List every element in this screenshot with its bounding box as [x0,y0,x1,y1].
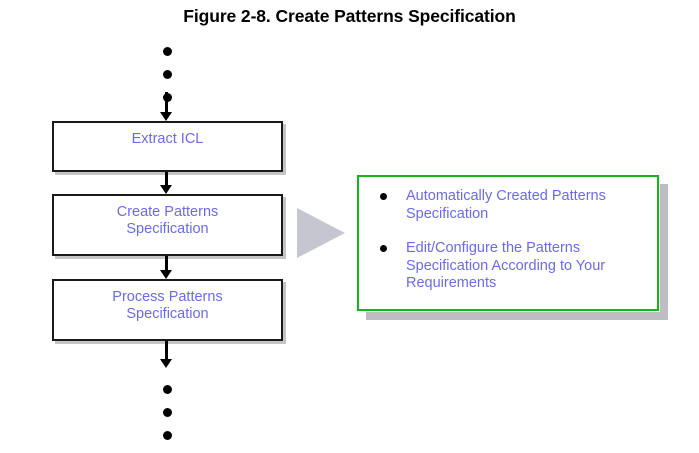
bullet-icon [380,193,387,200]
arrow-head [160,359,172,368]
ellipsis-dot [162,385,172,394]
bullet-icon [380,245,387,252]
callout-list: Automatically Created Patterns Specifica… [359,177,657,293]
down-arrow-icon-extract-to-create [160,172,173,194]
down-arrow-icon-to-extract-icl [160,92,173,121]
flow-box-label: Create Patterns Specification [116,204,219,237]
callout-box: Automatically Created Patterns Specifica… [356,174,660,312]
callout-list-item: Automatically Created Patterns Specifica… [369,188,649,223]
down-arrow-icon-create-to-process [160,256,173,279]
flow-box-create-patterns-specification[interactable]: Create Patterns Specification [52,194,283,256]
flow-box-label: Extract ICL [131,131,204,147]
callout-list-item: Edit/Configure the Patterns Specificatio… [369,240,649,293]
vertical-ellipsis-icon-bottom [157,385,177,440]
arrow-head [160,185,172,194]
arrow-shaft [165,256,168,271]
ellipsis-dot [162,408,172,417]
arrow-shaft [165,172,168,186]
arrow-shaft [165,341,168,360]
ellipsis-dot [162,431,172,440]
down-arrow-icon-process-to-ellipsis [160,341,173,368]
arrow-head [160,112,172,121]
arrow-head [160,270,172,279]
right-triangle-pointer-icon [297,208,345,258]
flow-box-label: Process Patterns Specification [112,289,223,322]
callout-item-text: Automatically Created Patterns Specifica… [406,188,606,222]
ellipsis-dot [162,70,172,79]
callout-item-text: Edit/Configure the Patterns Specificatio… [406,240,606,291]
figure-title: Figure 2-8. Create Patterns Specificatio… [183,6,516,26]
ellipsis-dot [162,47,172,56]
flow-box-process-patterns-specification[interactable]: Process Patterns Specification [52,279,283,341]
flow-box-extract-icl[interactable]: Extract ICL [52,121,283,172]
arrow-shaft [165,92,168,113]
